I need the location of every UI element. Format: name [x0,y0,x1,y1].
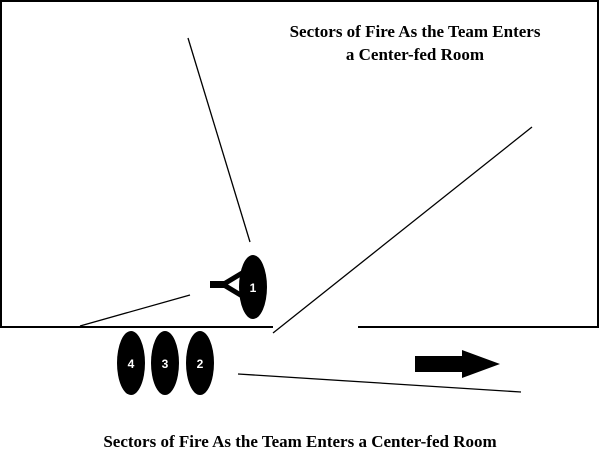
weapon-icon [210,269,244,300]
sector-line-outside [237,373,522,393]
direction-arrow-icon [415,350,500,378]
sector-line-entry-diagonal [272,126,533,334]
sector-line-member-1-lower [79,294,191,327]
team-member-3-marker [151,331,179,395]
team-member-4-label: 4 [128,357,135,371]
room-wall-left-top-right [0,0,599,328]
sector-lines [79,37,533,393]
team-member-1-marker [239,255,267,319]
team-member-4-marker [117,331,145,395]
team-member-2-label: 2 [197,357,204,371]
diagram-title-line-2: a Center-fed Room [345,45,485,64]
diagram-title-line-1: Sectors of Fire As the Team Enters [289,22,541,41]
weapon-cutout [228,276,242,293]
team-member-3: 3 [151,331,179,395]
room-walls [0,0,599,328]
team-member-2: 2 [186,331,214,395]
team-member-4: 4 [117,331,145,395]
team-member-2-marker [186,331,214,395]
team-member-3-label: 3 [162,357,169,371]
diagram-title: Sectors of Fire As the Team Enters a Cen… [235,20,595,66]
team-member-1-label: 1 [250,281,257,295]
team-member-1: 1 [210,255,267,319]
sector-line-member-1-upper [187,37,251,243]
figure-caption: Sectors of Fire As the Team Enters a Cen… [103,432,497,451]
